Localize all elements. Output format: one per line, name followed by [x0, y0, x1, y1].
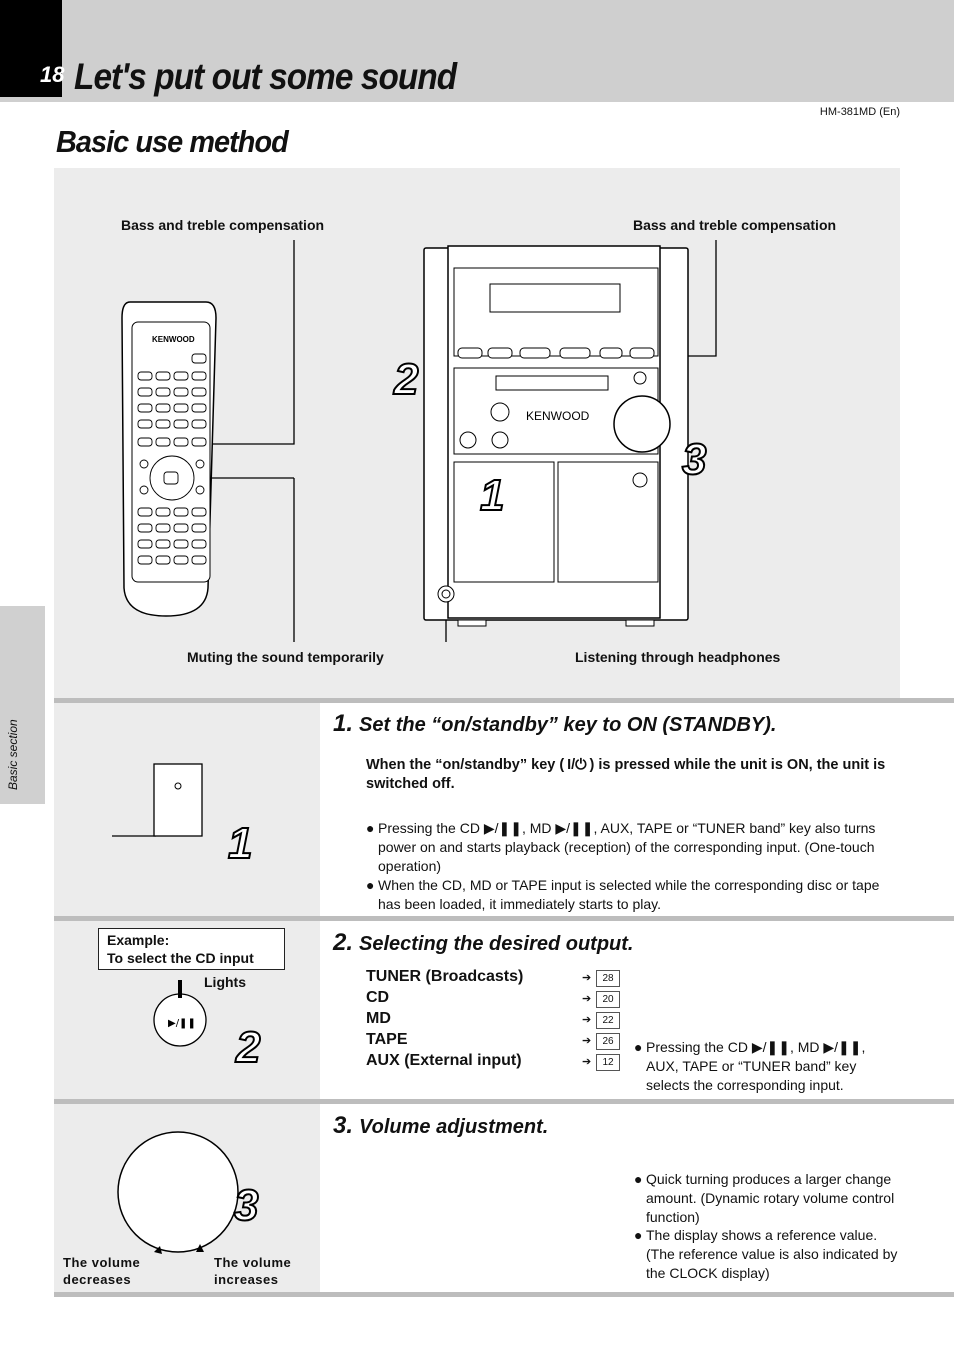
- step1-title-text: Set the “on/standby” key to ON (STANDBY)…: [359, 714, 777, 736]
- hand-3-icon: 3: [234, 1181, 258, 1230]
- arrow-icon: ➔: [582, 972, 592, 984]
- lights-label: Lights: [204, 974, 246, 990]
- step1-bullet-2: ● When the CD, MD or TAPE input is selec…: [366, 876, 901, 914]
- page-ref: 28: [596, 970, 620, 987]
- remote-control: KENWOOD: [121, 301, 217, 617]
- step3-bullet-1: ● Quick turning produces a larger change…: [634, 1170, 900, 1227]
- step1-bullet-1: ● Pressing the CD ▶/❚❚, MD ▶/❚❚, AUX, TA…: [366, 819, 901, 876]
- hand-2-icon: 2: [393, 355, 419, 404]
- page-title: Let's put out some sound: [74, 56, 457, 97]
- arrow-icon: ➔: [582, 1056, 592, 1068]
- step2-title-text: Selecting the desired output.: [359, 933, 634, 955]
- bullet-icon: ●: [634, 1227, 643, 1243]
- page-ref: 12: [596, 1054, 620, 1071]
- example-label: Example:: [107, 932, 170, 948]
- output-item: TUNER (Broadcasts): [366, 968, 524, 985]
- volume-increase-label: The volume increases: [214, 1255, 292, 1287]
- step1-bullet-1-text: Pressing the CD ▶/❚❚, MD ▶/❚❚, AUX, TAPE…: [378, 820, 876, 874]
- divider: [54, 916, 954, 921]
- step3-bullet-2-text: The display shows a reference value. (Th…: [646, 1227, 898, 1281]
- example-box: Example: To select the CD input: [98, 928, 285, 970]
- page-ref: 26: [596, 1033, 620, 1050]
- side-tab-label: Basic section: [6, 719, 20, 790]
- output-item: TAPE: [366, 1031, 408, 1048]
- page-number: 18: [40, 62, 65, 87]
- volume-knob-illustration: 3: [117, 1131, 259, 1254]
- step3-bullet-2: ● The display shows a reference value. (…: [634, 1226, 900, 1283]
- hand-3-icon: 3: [682, 435, 706, 484]
- volume-decrease-label: The volume decreases: [63, 1255, 141, 1287]
- example-text: To select the CD input: [107, 950, 254, 966]
- divider: [54, 698, 954, 703]
- output-item: CD: [366, 989, 390, 1006]
- step3-title: 3.Volume adjustment.: [333, 1112, 548, 1140]
- page-references: ➔ 28 ➔ 20 ➔ 22 ➔ 26 ➔ 12: [582, 970, 632, 1080]
- step1-title: 1.Set the “on/standby” key to ON (STANDB…: [333, 710, 776, 738]
- step3-number: 3.: [333, 1112, 354, 1139]
- step2-bullet: ● Pressing the CD ▶/❚❚, MD ▶/❚❚, AUX, TA…: [634, 1038, 900, 1095]
- page-ref: 20: [596, 991, 620, 1008]
- step2-number: 2.: [333, 929, 354, 956]
- label-bass-treble-right: Bass and treble compensation: [633, 217, 837, 233]
- brand-logo: KENWOOD: [526, 409, 590, 423]
- hand-1-icon: 1: [480, 471, 504, 520]
- cd-key-illustration: ▶/❚❚ 2: [153, 980, 262, 1073]
- standby-key-illustration: 1: [112, 763, 253, 869]
- bullet-icon: ●: [634, 1039, 643, 1055]
- output-item: AUX (External input): [366, 1052, 522, 1069]
- step1-note: When the “on/standby” key ( I/⏻ ) is pre…: [366, 757, 886, 792]
- arrow-icon: ➔: [582, 993, 592, 1005]
- bullet-icon: ●: [366, 877, 375, 893]
- page-number-box: [0, 0, 62, 97]
- side-tab: [0, 606, 45, 804]
- step1-number: 1.: [333, 710, 354, 737]
- main-unit: [423, 245, 689, 627]
- svg-text:▶/❚❚: ▶/❚❚: [168, 1018, 196, 1029]
- label-muting: Muting the sound temporarily: [187, 649, 384, 665]
- step1-bullet-2-text: When the CD, MD or TAPE input is selecte…: [378, 877, 880, 912]
- divider: [54, 1292, 954, 1297]
- arrow-icon: ➔: [582, 1035, 592, 1047]
- step3-bullet-1-text: Quick turning produces a larger change a…: [646, 1171, 895, 1225]
- hand-1-icon: 1: [228, 819, 252, 868]
- arrow-icon: ➔: [582, 1014, 592, 1026]
- step3-title-text: Volume adjustment.: [359, 1116, 549, 1138]
- step2-title: 2.Selecting the desired output.: [333, 929, 634, 957]
- hand-2-icon: 2: [235, 1023, 261, 1072]
- bullet-icon: ●: [366, 820, 375, 836]
- output-item: MD: [366, 1010, 391, 1027]
- model-code: HM-381MD (En): [819, 106, 900, 118]
- system-illustration: KENWOOD: [121, 240, 717, 642]
- divider: [54, 1099, 954, 1104]
- output-list: TUNER (Broadcasts) CD MD TAPE AUX (Exter…: [366, 968, 626, 1073]
- label-bass-treble-left: Bass and treble compensation: [121, 217, 325, 233]
- header-band: [0, 0, 954, 102]
- bullet-icon: ●: [634, 1171, 643, 1187]
- svg-text:KENWOOD: KENWOOD: [152, 335, 195, 344]
- page-ref: 22: [596, 1012, 620, 1029]
- label-headphones: Listening through headphones: [575, 649, 781, 665]
- step2-bullet-text: Pressing the CD ▶/❚❚, MD ▶/❚❚, AUX, TAPE…: [646, 1039, 866, 1093]
- section-title: Basic use method: [56, 124, 289, 159]
